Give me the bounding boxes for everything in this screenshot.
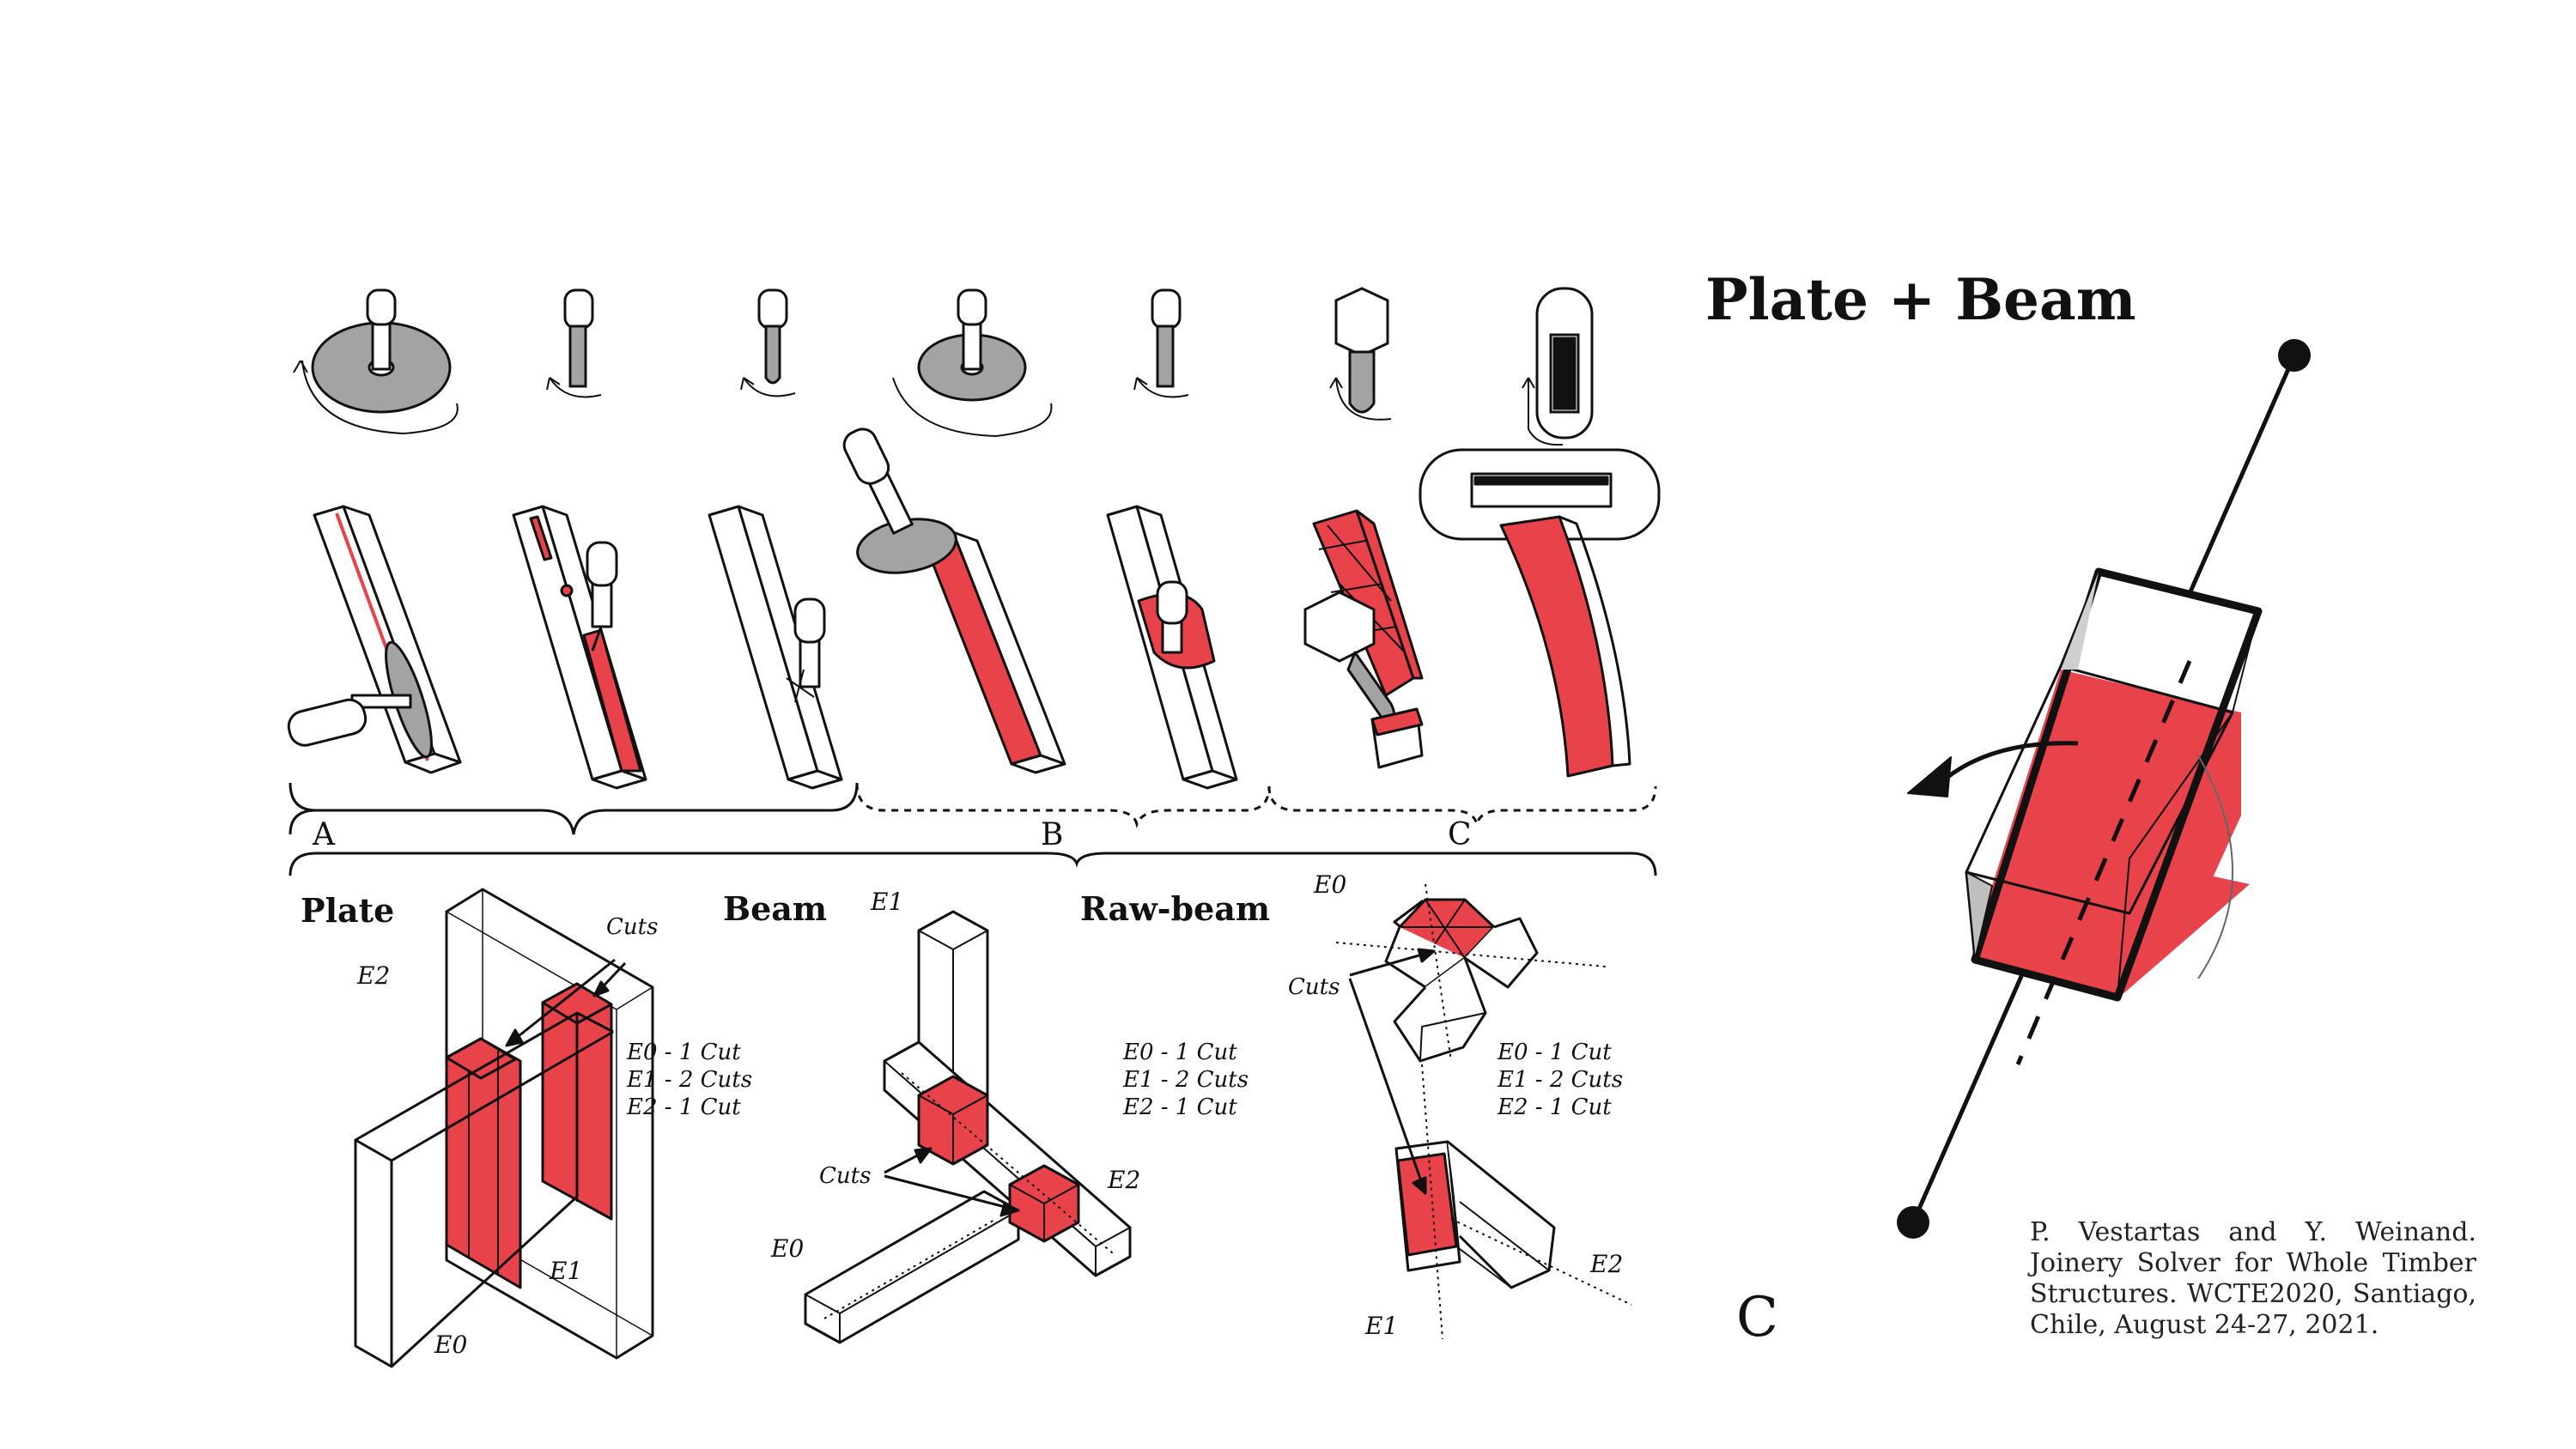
beam-slot-cut: [512, 505, 647, 790]
plate-count-e0: E0 - 1 Cut: [626, 1040, 741, 1065]
raw-beam-cuts-label: Cuts: [1288, 974, 1340, 1000]
beam-cuts-label: Cuts: [819, 1163, 871, 1189]
beam-count-e0: E0 - 1 Cut: [1122, 1040, 1237, 1065]
raw-beam-count-e0: E0 - 1 Cut: [1497, 1040, 1612, 1065]
main-title: Plate + Beam: [1705, 266, 2136, 333]
group-a-label: A: [312, 817, 336, 852]
beam-joint-diagram: [804, 910, 1132, 1344]
raw-beam-title: Raw-beam: [1080, 889, 1270, 928]
plate-e1-label: E1: [549, 1257, 582, 1285]
citation-text: P. Vestartas and Y. Weinand. Joinery Sol…: [2030, 1217, 2476, 1340]
beam-red-saw: [842, 427, 1066, 774]
beam-count-e2: E2 - 1 Cut: [1122, 1094, 1237, 1120]
beam-title: Beam: [723, 889, 827, 928]
plate-beam-rotation-diagram: [1897, 339, 2311, 1239]
beam-pocket: [1106, 505, 1238, 790]
saw-blade-small-tool-icon: [892, 288, 1053, 438]
ball-mill-tool-icon: [740, 288, 796, 397]
beam-drill: [708, 505, 843, 790]
axis-end-top: [2278, 339, 2311, 372]
beam-chisel: [1303, 509, 1424, 769]
raw-beam-count-e1: E1 - 2 Cuts: [1497, 1067, 1623, 1093]
plate-joint-diagram: [354, 888, 654, 1368]
beam-saw-cut: [287, 505, 462, 774]
end-mill-tool-icon: [546, 288, 602, 398]
beam-e0-label: E0: [770, 1234, 804, 1263]
beam-count-e1: E1 - 2 Cuts: [1122, 1067, 1249, 1093]
plate-count-e1: E1 - 2 Cuts: [626, 1067, 752, 1093]
end-mill-b-tool-icon: [1133, 288, 1189, 398]
beam-e2-label: E2: [1107, 1166, 1140, 1194]
axis-end-bottom: [1897, 1206, 1929, 1239]
tool-row: [293, 287, 1594, 446]
plate-count-e2: E2 - 1 Cut: [626, 1094, 741, 1120]
chisel-tool-icon: [1329, 287, 1392, 421]
group-b-label: B: [1041, 817, 1063, 852]
panel-letter: C: [1736, 1286, 1778, 1349]
plate-e2-label: E2: [356, 961, 390, 990]
plate-cuts-label: Cuts: [606, 914, 658, 940]
beam-e1-label: E1: [870, 888, 903, 916]
raw-beam-e2-label: E2: [1589, 1250, 1623, 1278]
raw-beam-joint-diagram: [1335, 883, 1632, 1340]
group-braces: [289, 782, 1657, 876]
plate-title: Plate: [301, 891, 394, 930]
raw-beam-e1-label: E1: [1364, 1312, 1398, 1340]
plate-e0-label: E0: [434, 1331, 467, 1359]
machining-row: [287, 427, 1661, 790]
saw-blade-tool-icon: [293, 288, 459, 435]
raw-beam-e0-label: E0: [1313, 870, 1346, 899]
chain-saw-tool-icon: [1522, 287, 1594, 446]
beam-chainsaw: [1419, 448, 1661, 778]
group-c-label: C: [1448, 817, 1472, 852]
raw-beam-count-e2: E2 - 1 Cut: [1497, 1094, 1612, 1120]
